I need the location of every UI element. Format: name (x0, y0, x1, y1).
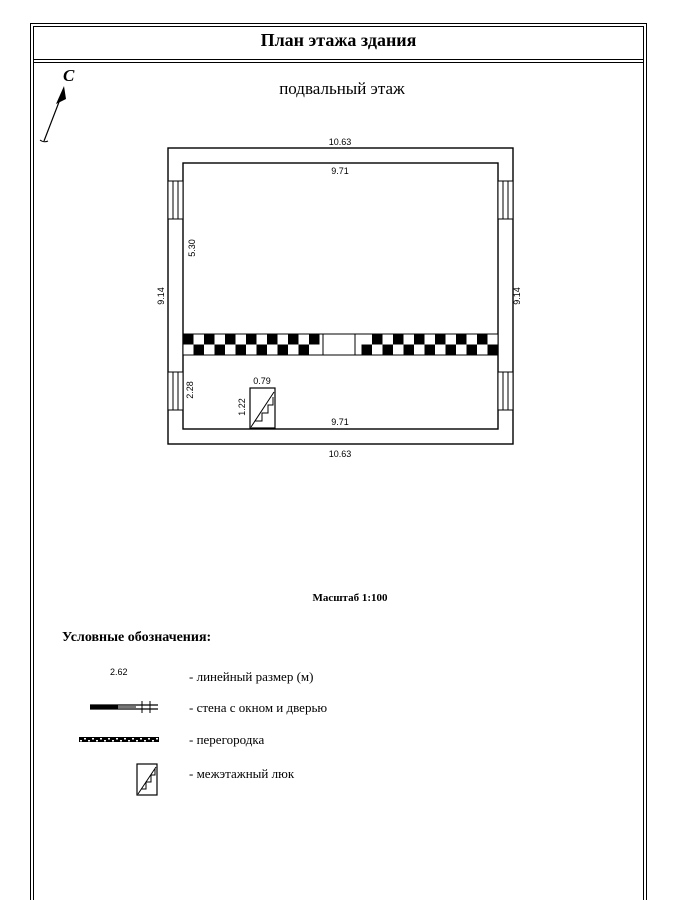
dim-room2-height: 2.28 (185, 381, 195, 399)
window-right-top (497, 180, 514, 220)
partition-block (246, 334, 257, 345)
dim-hatch-width: 0.79 (253, 376, 271, 386)
partition-block (424, 344, 435, 355)
window-left-bottom (167, 371, 184, 411)
partition-block (414, 334, 425, 345)
dim-outer-left: 9.14 (156, 287, 166, 305)
partition-block (403, 344, 414, 355)
partition-block (288, 334, 299, 345)
dim-inner-bottom: 9.71 (331, 417, 349, 427)
dim-outer-right: 9.14 (512, 287, 522, 305)
partition-dot (96, 740, 98, 742)
partition (182, 333, 499, 356)
partition-block (256, 344, 267, 355)
legend-text-hatch: - межэтажный люк (189, 766, 295, 781)
partition-dot (88, 740, 90, 742)
partition-block (361, 344, 372, 355)
hatch-legend-icon (136, 763, 158, 796)
partition-dot (92, 738, 94, 740)
legend-text-dimension: - линейный размер (м) (189, 669, 314, 684)
north-label: С (63, 66, 75, 85)
partition-door (322, 333, 356, 356)
partition-icon (79, 737, 159, 742)
wall-window-door-icon (90, 701, 158, 713)
partition-block (466, 344, 477, 355)
legend-item-wall: - стена с окном и дверью (0, 696, 677, 720)
partition-dot (140, 738, 142, 740)
partition-block (267, 334, 278, 345)
legend-text-partition: - перегородка (189, 732, 265, 747)
partition-dot (112, 740, 114, 742)
north-arrow-icon: С (39, 66, 75, 143)
partition-block (393, 334, 404, 345)
partition-dot (100, 738, 102, 740)
partition-block (372, 334, 383, 345)
sheet-inner-frame (33, 26, 644, 900)
page-title: План этажа здания (260, 30, 417, 50)
partition-block (277, 344, 288, 355)
dim-outer-top: 10.63 (329, 137, 352, 147)
partition-block (382, 344, 393, 355)
partition-dot (128, 740, 130, 742)
window-left-top (167, 180, 184, 220)
partition-dot (132, 738, 134, 740)
partition-dot (156, 738, 158, 740)
floor-hatch-icon (249, 387, 276, 429)
dim-room1-height: 5.30 (187, 239, 197, 257)
partition-block (435, 334, 446, 345)
partition-block (214, 344, 225, 355)
legend-item-partition: - перегородка (0, 728, 677, 752)
partition-dot (124, 738, 126, 740)
partition-block (309, 334, 320, 345)
legend-dimension-sample: 2.62 (110, 667, 128, 677)
partition-dot (148, 738, 150, 740)
sheet-outer-frame (30, 23, 647, 900)
partition-dot (116, 738, 118, 740)
partition-block (298, 344, 309, 355)
partition-block (235, 344, 246, 355)
window-right-bottom (497, 371, 514, 411)
partition-block (193, 344, 204, 355)
partition-block (445, 344, 456, 355)
dim-hatch-height: 1.22 (237, 398, 247, 416)
partition-block (204, 334, 215, 345)
partition-block (225, 334, 236, 345)
partition-dot (84, 738, 86, 740)
dim-outer-bottom: 10.63 (329, 449, 352, 459)
partition-block (477, 334, 488, 345)
dim-inner-top: 9.71 (331, 166, 349, 176)
legend-title: Условные обозначения: (62, 630, 212, 645)
scale-label: Масштаб 1:100 (312, 592, 388, 604)
partition-block (183, 334, 194, 345)
partition-block (487, 344, 498, 355)
partition-dot (104, 740, 106, 742)
partition-dot (152, 740, 154, 742)
legend-text-wall: - стена с окном и дверью (189, 700, 328, 715)
inner-wall (182, 162, 499, 430)
legend-item-dimension: 2.62 - линейный размер (м) (0, 665, 677, 689)
partition-dot (120, 740, 122, 742)
partition-dot (136, 740, 138, 742)
partition-dot (108, 738, 110, 740)
title-separator (33, 59, 644, 63)
floor-name: подвальный этаж (279, 79, 405, 98)
legend-item-hatch: - межэтажный люк (0, 762, 677, 796)
partition-dot (144, 740, 146, 742)
outer-wall (167, 147, 514, 445)
partition-block (456, 334, 467, 345)
partition-dot (80, 740, 82, 742)
